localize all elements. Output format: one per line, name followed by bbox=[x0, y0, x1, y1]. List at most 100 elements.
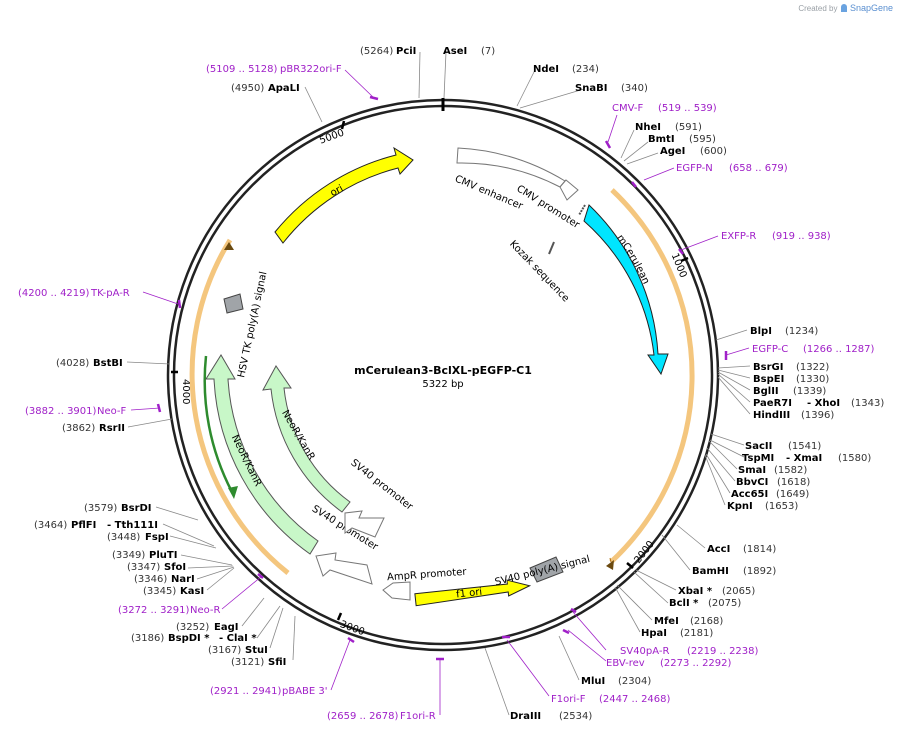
feature-ampr-promoter-label: AmpR promoter bbox=[387, 567, 468, 584]
primer-sv40pa-r-name: SV40pA-R bbox=[620, 646, 669, 657]
feature-mcerulean bbox=[583, 204, 669, 376]
kozak-indicator bbox=[548, 241, 555, 255]
tick-5000-label: 5000 bbox=[318, 128, 346, 147]
plasmid-size: 5322 bp bbox=[422, 379, 463, 390]
enzyme-pflfi-name: PflFI bbox=[71, 520, 96, 531]
enzyme-bglii-pos: (1339) bbox=[793, 386, 826, 397]
enzyme-kpni-pos: (1653) bbox=[765, 501, 798, 512]
enzyme-connectors bbox=[126, 51, 751, 716]
feature-sv40-promoter-outer bbox=[315, 552, 373, 585]
enzyme-xhoi-name: - XhoI bbox=[807, 398, 840, 409]
credit: Created by SnapGene bbox=[798, 3, 893, 13]
enzyme-apali-pos: (4950) bbox=[231, 83, 264, 94]
enzyme-blpi-pos: (1234) bbox=[785, 326, 818, 337]
tick-2000-mark bbox=[626, 562, 634, 569]
enzyme-draiii-pos: (2534) bbox=[559, 711, 592, 722]
tick-3000-mark bbox=[336, 612, 343, 621]
enzyme-agei-pos: (600) bbox=[700, 146, 727, 157]
enzyme-nhei-name: NheI bbox=[635, 122, 661, 133]
feature-f1-ori-label: f1 ori bbox=[456, 587, 483, 601]
orf-band-left bbox=[189, 238, 290, 575]
plasmid-name: mCerulean3-BclXL-pEGFP-C1 bbox=[354, 364, 532, 377]
enzyme-bglii-name: BglII bbox=[753, 386, 779, 397]
primer-exfp-r-name: EXFP-R bbox=[721, 231, 756, 242]
primer-pbabe3-range: (2921 .. 2941) bbox=[210, 686, 282, 697]
enzyme-sfoi-name: SfoI bbox=[164, 562, 186, 573]
enzyme-sfoi-pos: (3347) bbox=[127, 562, 160, 573]
enzyme-sfii-name: SfiI bbox=[268, 657, 286, 668]
enzyme-sacii-pos: (1541) bbox=[788, 441, 821, 452]
enzyme-fspi-name: FspI bbox=[145, 532, 169, 543]
primer-sv40pa-r-range: (2219 .. 2238) bbox=[687, 646, 759, 657]
enzyme-smai-name: SmaI bbox=[738, 465, 766, 476]
primer-neo-r-range: (3272 .. 3291) bbox=[118, 605, 190, 616]
primer-exfp-r-range: (919 .. 938) bbox=[772, 231, 831, 242]
enzyme-kpni-name: KpnI bbox=[727, 501, 753, 512]
enzyme-agei-name: AgeI bbox=[660, 146, 685, 157]
primer-tk-pa-r-range: (4200 .. 4219) bbox=[18, 288, 90, 299]
enzyme-xbai-name: XbaI * bbox=[678, 586, 713, 597]
enzyme-bbvci-pos: (1618) bbox=[777, 477, 810, 488]
enzyme-sfii-pos: (3121) bbox=[231, 657, 264, 668]
enzyme-bspei-pos: (1330) bbox=[796, 374, 829, 385]
enzyme-bstbi-pos: (4028) bbox=[56, 358, 89, 369]
enzyme-bsrgi-pos: (1322) bbox=[796, 362, 829, 373]
enzyme-bspdi-pos: (3186) bbox=[131, 633, 164, 644]
enzyme-rsrii-pos: (3862) bbox=[62, 423, 95, 434]
enzyme-clai-name: - ClaI * bbox=[219, 633, 257, 644]
feature-sv40-promoter-inner-label: SV40 promoter bbox=[348, 457, 415, 513]
enzyme-xmai-name: - XmaI bbox=[786, 453, 822, 464]
enzyme-acc65i-pos: (1649) bbox=[776, 489, 809, 500]
primer-labels: (5109 .. 5128) pBR322ori-F CMV-F (519 ..… bbox=[18, 64, 875, 722]
enzyme-mlui-name: MluI bbox=[581, 676, 605, 687]
enzyme-hindiii-name: HindIII bbox=[753, 410, 790, 421]
enzyme-eagi-name: EagI bbox=[214, 622, 238, 633]
enzyme-acci-pos: (1814) bbox=[743, 544, 776, 555]
enzyme-pcii-pos: (5264) bbox=[360, 46, 393, 57]
enzyme-tth111i-name: - Tth111I bbox=[107, 520, 158, 531]
enzyme-eagi-pos: (3252) bbox=[176, 622, 209, 633]
enzyme-bstbi-name: BstBI bbox=[93, 358, 123, 369]
enzyme-blpi-name: BlpI bbox=[750, 326, 772, 337]
enzyme-mfei-pos: (2168) bbox=[690, 616, 723, 627]
credit-prefix: Created by bbox=[798, 4, 838, 13]
scale-ticks bbox=[171, 120, 689, 621]
enzyme-bsrdi-pos: (3579) bbox=[84, 503, 117, 514]
enzyme-pflfi-pos: (3464) bbox=[34, 520, 67, 531]
tick-1000-mark bbox=[680, 256, 689, 263]
feature-kozak-mark bbox=[578, 204, 586, 216]
enzyme-bcli-pos: (2075) bbox=[708, 598, 741, 609]
feature-cmv-enhancer-label: CMV enhancer bbox=[453, 174, 525, 213]
credit-brand: SnapGene bbox=[849, 3, 893, 13]
enzyme-bcli-name: BclI * bbox=[669, 598, 699, 609]
primer-pbabe3-name: pBABE 3' bbox=[282, 686, 328, 697]
primer-egfp-n-range: (658 .. 679) bbox=[729, 163, 788, 174]
enzyme-paer7i-pos: (1343) bbox=[851, 398, 884, 409]
enzyme-nhei-pos: (591) bbox=[675, 122, 702, 133]
enzyme-asei-pos: (7) bbox=[481, 46, 495, 57]
enzyme-pluti-pos: (3349) bbox=[112, 550, 145, 561]
feature-ori-label: ori bbox=[329, 183, 346, 199]
enzyme-bmti-pos: (595) bbox=[689, 134, 716, 145]
enzyme-nari-name: NarI bbox=[171, 574, 195, 585]
enzyme-asei-name: AseI bbox=[443, 46, 467, 57]
enzyme-bbvci-name: BbvCI bbox=[736, 477, 768, 488]
enzyme-xbai-pos: (2065) bbox=[722, 586, 755, 597]
enzyme-stui-pos: (3167) bbox=[208, 645, 241, 656]
primer-pbr322ori-f-name: pBR322ori-F bbox=[280, 64, 342, 75]
tick-5000-mark bbox=[340, 120, 346, 130]
primer-f1ori-r-name: F1ori-R bbox=[400, 711, 436, 722]
enzyme-mfei-name: MfeI bbox=[654, 616, 679, 627]
primer-neo-r-name: Neo-R bbox=[190, 605, 221, 616]
feature-cmv-promoter bbox=[559, 179, 579, 201]
primer-markers bbox=[156, 95, 728, 661]
neo-orf-arrowhead bbox=[228, 486, 238, 499]
enzyme-nari-pos: (3346) bbox=[134, 574, 167, 585]
primer-f1ori-f-range: (2447 .. 2468) bbox=[599, 694, 671, 705]
primer-egfp-c-range: (1266 .. 1287) bbox=[803, 344, 875, 355]
snapgene-logo-icon bbox=[840, 4, 847, 12]
enzyme-bspdi-name: BspDI * bbox=[168, 633, 210, 644]
enzyme-bspei-name: BspEI bbox=[753, 374, 784, 385]
enzyme-acci-name: AccI bbox=[707, 544, 730, 555]
